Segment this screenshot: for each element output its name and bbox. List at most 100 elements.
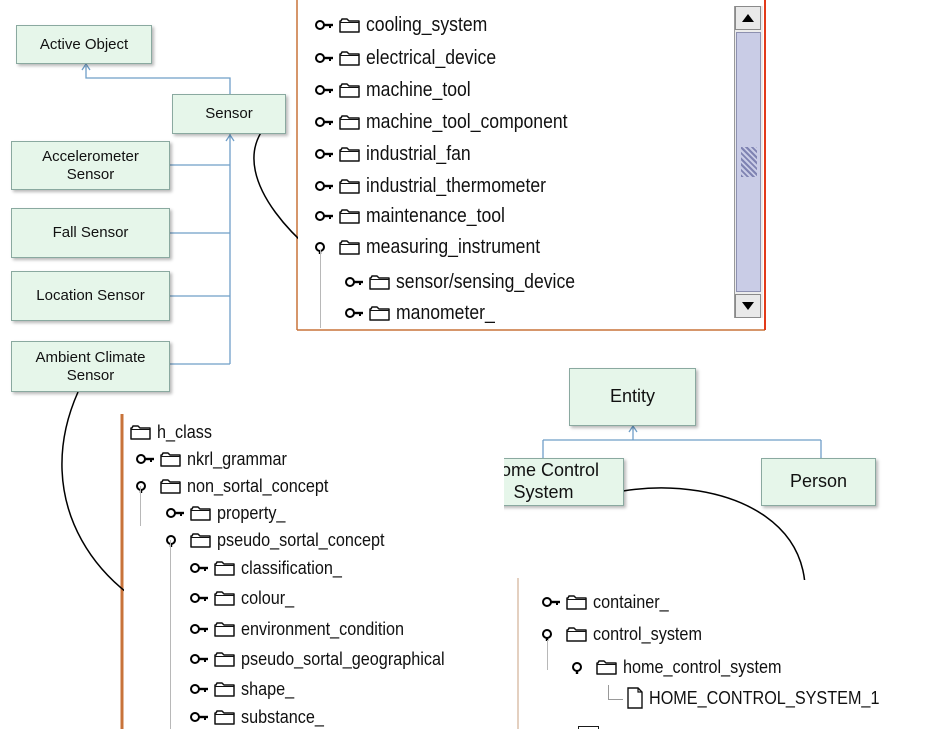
tree-node[interactable]: shape_: [190, 675, 300, 703]
folder-icon: [339, 178, 360, 194]
tree-node[interactable]: pseudo_sortal_concept: [166, 526, 403, 554]
folder-icon: [339, 82, 360, 98]
scroll-thumb[interactable]: [736, 32, 761, 292]
folder-icon: [339, 239, 360, 255]
top-ontology-tree-panel: cooling_system electrical_device machine_t…: [298, 0, 764, 328]
collapsed-key-icon[interactable]: [190, 652, 212, 666]
folder-icon: [339, 17, 360, 33]
arrow-down-icon: [742, 302, 754, 310]
collapsed-key-icon[interactable]: [542, 595, 564, 609]
tree-node[interactable]: manometer_: [345, 299, 508, 327]
tree-node[interactable]: nkrl_grammar: [136, 445, 298, 473]
tree-node-label: property_: [217, 502, 286, 523]
tree-node[interactable]: machine_tool: [315, 76, 485, 104]
folder-icon: [214, 681, 235, 697]
collapsed-key-icon[interactable]: [315, 83, 337, 97]
scroll-up-button[interactable]: [735, 6, 761, 30]
tree-node[interactable]: classification_: [190, 554, 353, 582]
sensor-up-arrowhead-to-active-object: [81, 62, 91, 71]
collapsed-key-icon[interactable]: [190, 710, 212, 724]
tree-node[interactable]: h_class: [130, 418, 218, 446]
folder-icon: [130, 424, 151, 440]
folder-icon: [566, 626, 587, 642]
tree-node[interactable]: property_: [166, 499, 293, 527]
top-tree-scrollbar[interactable]: [734, 6, 763, 318]
tree-node[interactable]: measuring_instrument: [315, 233, 564, 261]
tree-node-label: shape_: [241, 678, 295, 699]
tree-node[interactable]: machine_tool_component: [315, 108, 595, 136]
tree-node-label: machine_tool_component: [366, 110, 568, 133]
tree-node[interactable]: sensor/sensing_device: [345, 268, 599, 296]
bottom-right-ontology-tree: container_ control_system home_control_sys…: [520, 580, 935, 729]
tree-node[interactable]: substance_: [190, 703, 333, 729]
scroll-down-button[interactable]: [735, 294, 761, 318]
tree-node-label: maintenance_tool: [366, 204, 505, 227]
collapsed-key-icon[interactable]: [315, 115, 337, 129]
tree-node[interactable]: electrical_device: [315, 44, 514, 72]
instance-connector-line: [608, 684, 623, 700]
instance-node[interactable]: HOME_CONTROL_SYSTEM_1: [608, 684, 905, 712]
collapsed-key-icon[interactable]: [345, 306, 367, 320]
tree-node-label: measuring_instrument: [366, 235, 541, 258]
entity-box: Entity: [569, 368, 696, 426]
collapsed-key-icon[interactable]: [166, 506, 188, 520]
expanded-key-icon[interactable]: [542, 627, 564, 641]
arrow-up-icon: [742, 14, 754, 22]
collapsed-key-icon[interactable]: [190, 561, 212, 575]
expanded-key-icon[interactable]: [315, 240, 337, 254]
tree-node-label: control_system: [593, 623, 702, 644]
collapsed-key-icon[interactable]: [190, 682, 212, 696]
accelerometer-sensor-box: Accelerometer Sensor: [11, 141, 170, 190]
tree-node[interactable]: environment_condition: [190, 615, 422, 643]
expanded-key-icon[interactable]: [136, 479, 158, 493]
collapsed-key-icon[interactable]: [315, 147, 337, 161]
collapsed-key-icon[interactable]: [315, 209, 337, 223]
folder-icon: [339, 208, 360, 224]
folder-icon: [339, 146, 360, 162]
tree-node-label: colour_: [241, 587, 295, 608]
tree-node[interactable]: cooling_system: [315, 11, 504, 39]
collapsed-key-icon[interactable]: [136, 452, 158, 466]
tree-node-label: sensor/sensing_device: [396, 270, 576, 293]
ambient-climate-sensor-box: Ambient Climate Sensor: [11, 341, 170, 392]
tree-guide-line: [320, 250, 321, 328]
folder-icon: [339, 50, 360, 66]
instance-document-icon: [627, 687, 643, 709]
tree-node-label: pseudo_sortal_concept: [217, 529, 385, 550]
scroll-grip-icon: [741, 147, 757, 177]
sensor-hierarchy-connectors: [81, 62, 235, 365]
tree-node[interactable]: industrial_thermometer: [315, 172, 571, 200]
collapsed-key-icon[interactable]: [190, 622, 212, 636]
tree-node[interactable]: non_sortal_concept: [136, 472, 344, 500]
tree-node-label: industrial_fan: [366, 142, 471, 165]
collapsed-key-icon[interactable]: [190, 591, 212, 605]
tree-node-label: substance_: [241, 706, 324, 727]
tree-node[interactable]: home_control_system: [572, 653, 799, 681]
tree-node-label: electrical_device: [366, 46, 497, 69]
collapsed-key-icon[interactable]: [315, 51, 337, 65]
collapsed-key-icon[interactable]: [345, 275, 367, 289]
collapsed-key-icon[interactable]: [315, 18, 337, 32]
folder-icon: [339, 114, 360, 130]
tree-node[interactable]: industrial_fan: [315, 140, 485, 168]
tree-node[interactable]: control_system: [542, 620, 714, 648]
tree-node-label: pseudo_sortal_geographical: [241, 648, 445, 669]
bottom-right-ontology-tree-panel: container_ control_system home_control_sys…: [520, 580, 935, 729]
tree-guide-line: [140, 486, 141, 526]
folder-icon: [369, 274, 390, 290]
tree-node-label: manometer_: [396, 301, 495, 324]
sensor-box: Sensor: [172, 94, 286, 134]
folder-icon: [160, 478, 181, 494]
tree-node[interactable]: pseudo_sortal_geographical: [190, 645, 467, 673]
collapsed-key-icon[interactable]: [315, 179, 337, 193]
folder-icon: [214, 590, 235, 606]
expanded-key-icon[interactable]: [572, 660, 594, 674]
tree-node-label: classification_: [241, 557, 342, 578]
sensor-to-active-object-connector: [85, 66, 231, 94]
tree-node[interactable]: container_: [542, 588, 677, 616]
tree-node[interactable]: maintenance_tool: [315, 202, 524, 230]
expanded-key-icon[interactable]: [166, 533, 188, 547]
tree-node-label: h_class: [157, 421, 212, 442]
tree-node[interactable]: colour_: [190, 584, 300, 612]
folder-icon: [214, 651, 235, 667]
